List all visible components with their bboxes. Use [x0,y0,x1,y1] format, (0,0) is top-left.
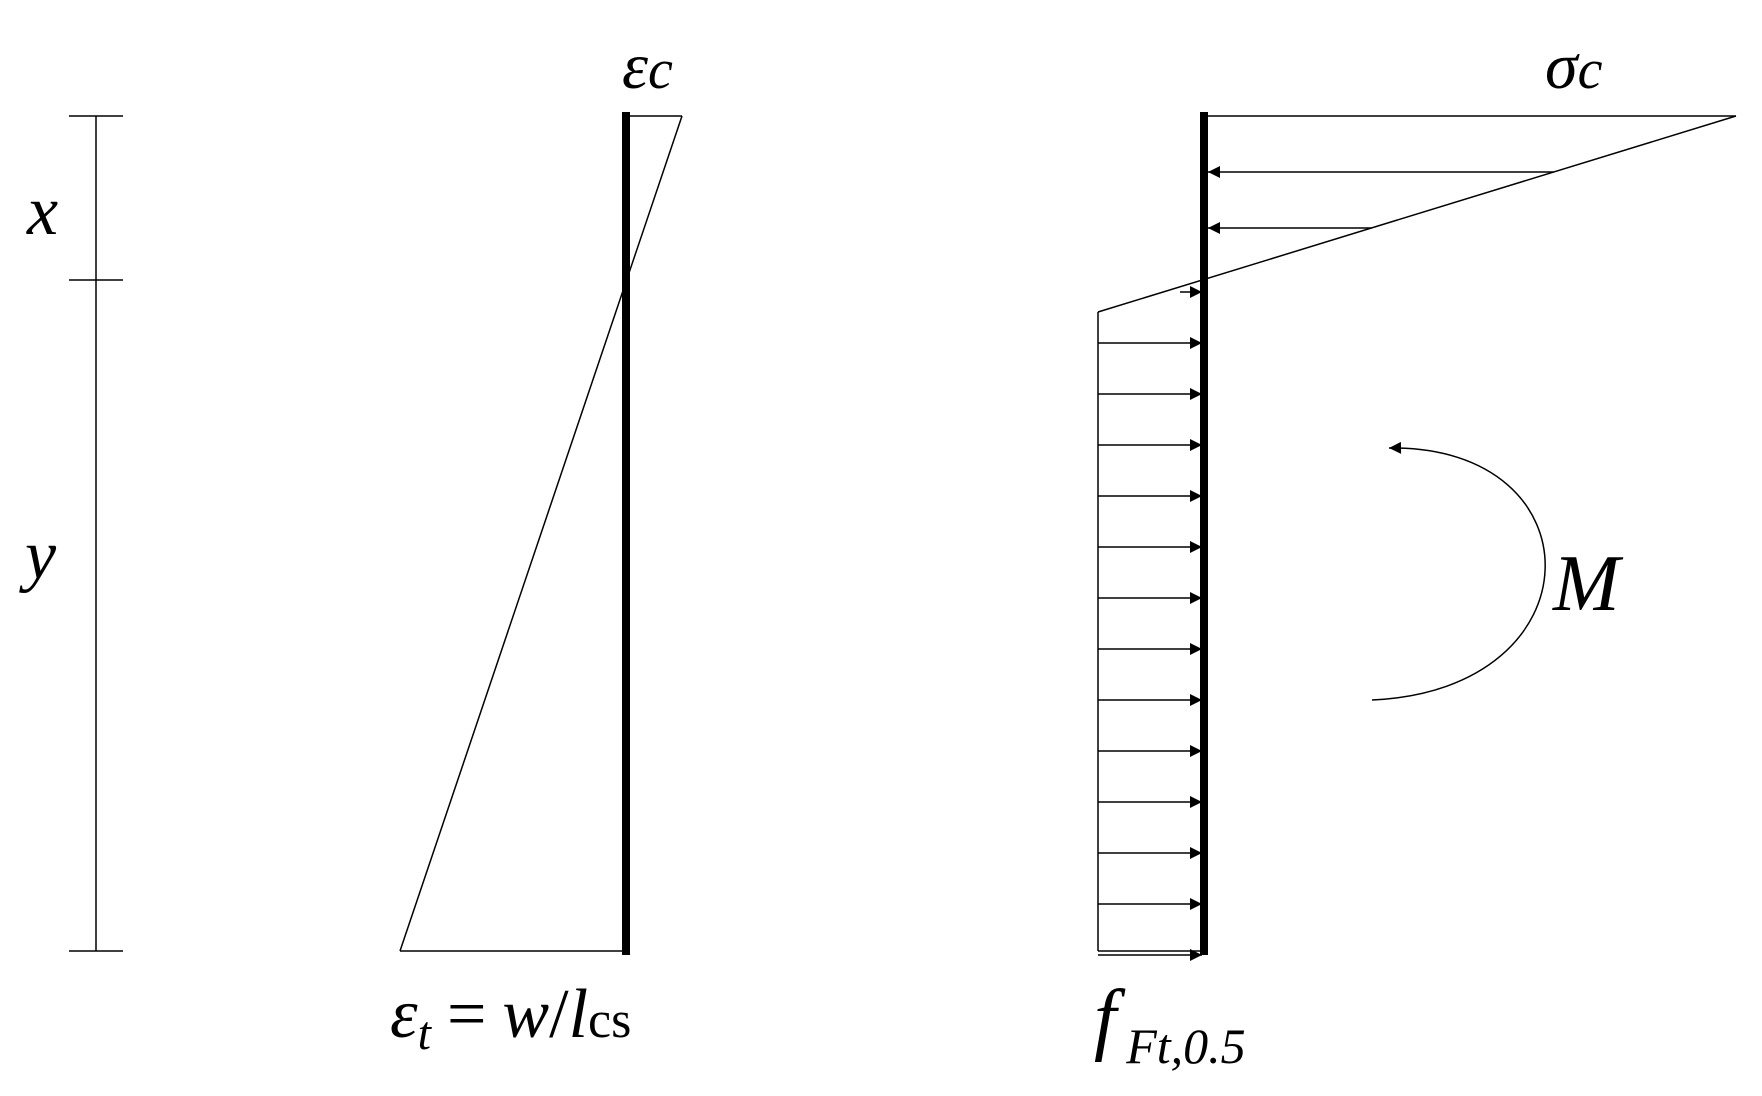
compression-depth-label: x [26,173,58,250]
compressive-strain-symbol: ε [622,30,648,103]
compressive-stress-subscript: c [1578,39,1603,101]
tensile-strain-label: εt =w/lcs [390,976,631,1060]
residual-strength-symbol: f [1094,975,1126,1063]
strain-profile-line [399,115,683,952]
dimension-line [69,115,123,952]
moment-label: M [1552,540,1624,628]
tensile-strain-length: l [569,976,588,1053]
strain-diagram [399,112,683,955]
tensile-strain-subscript: t [418,1007,433,1060]
tensile-strain-slash: / [549,976,569,1053]
tension-depth-label: y [19,517,57,594]
stress-compression-profile [1097,115,1737,313]
tensile-strain-length-subscript: cs [588,992,631,1049]
tensile-strain-equals: = [447,976,486,1053]
compressive-stress-symbol: σ [1545,30,1580,103]
stress-arrows [1098,166,1554,961]
compressive-strain-label: εc [622,30,673,103]
stress-diagram [1097,112,1737,961]
compressive-stress-label: σc [1545,30,1603,103]
compressive-strain-subscript: c [648,39,673,101]
moment-arc [1371,441,1546,701]
tensile-strain-symbol: ε [390,976,418,1053]
tensile-strain-numerator: w [502,976,549,1053]
residual-strength-subscript: Ft,0.5 [1125,1018,1245,1074]
